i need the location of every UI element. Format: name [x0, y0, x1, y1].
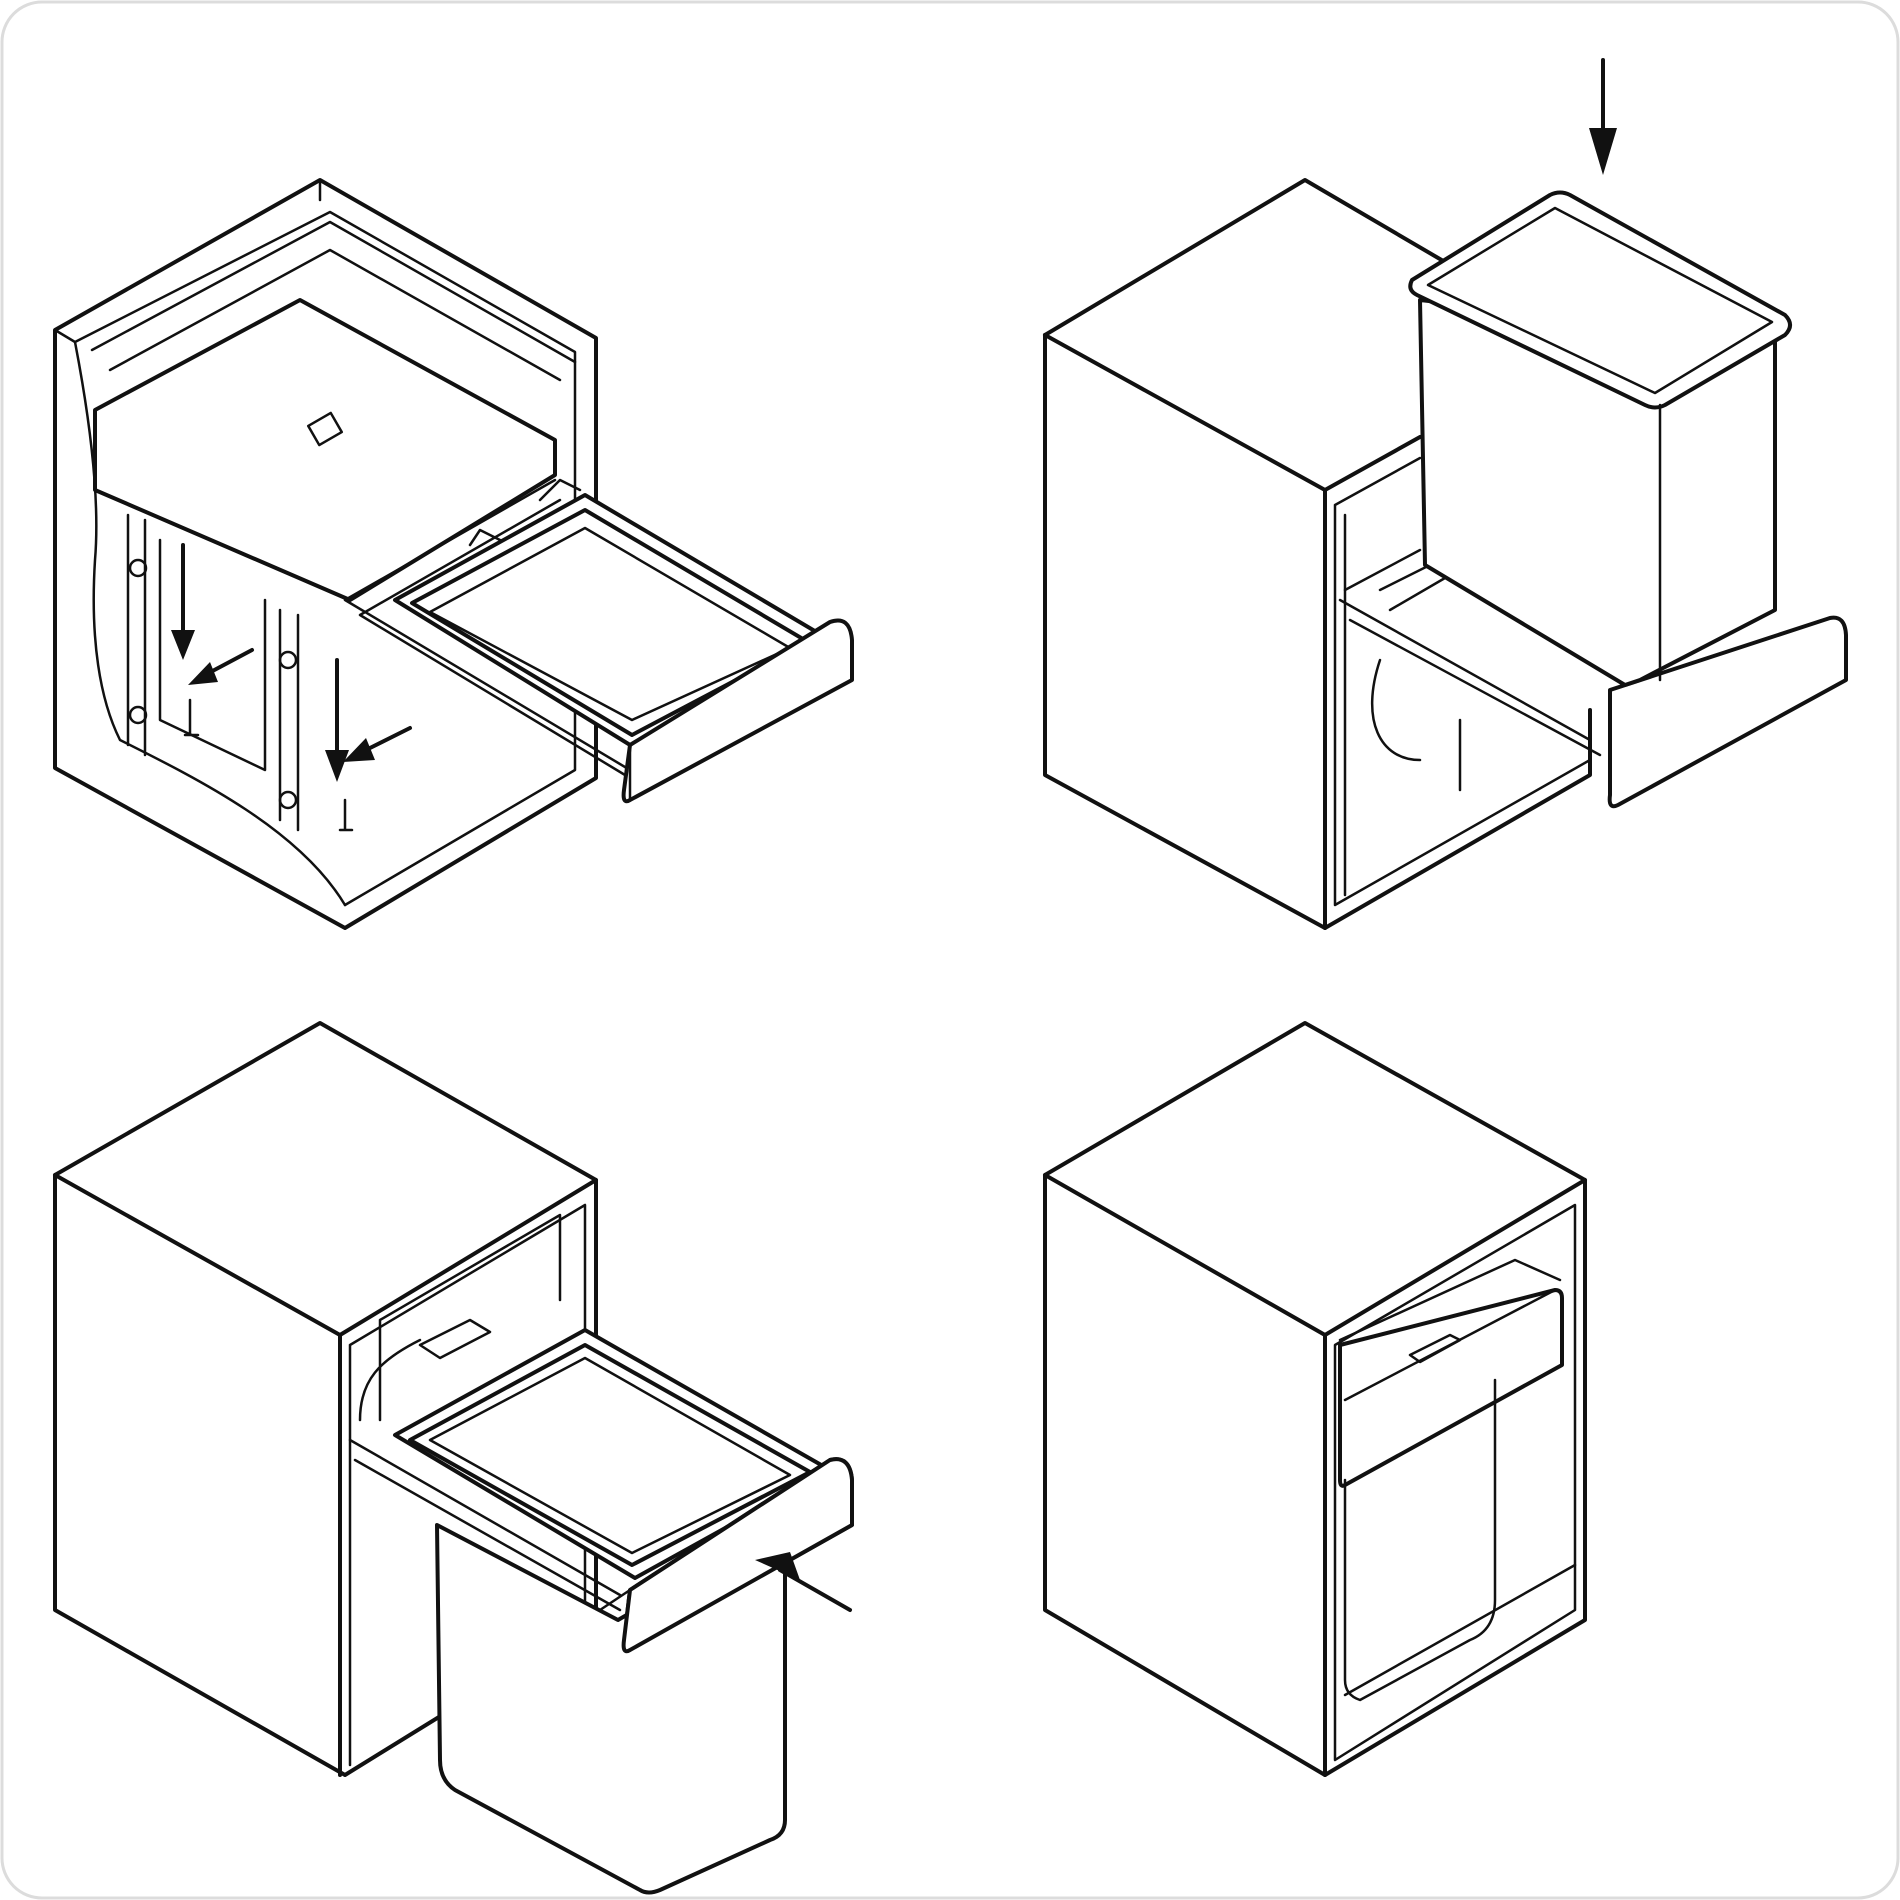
front-panel — [1607, 615, 1848, 809]
push-arrow-icon — [755, 1552, 800, 1580]
front-panel — [621, 618, 854, 804]
bin-rim — [1408, 190, 1792, 410]
down-arrow-icon — [325, 750, 349, 782]
step-4-closed — [1043, 1021, 1587, 1777]
step-2-insert-bin — [1043, 58, 1848, 930]
left-arrow-icon — [343, 738, 375, 762]
waste-bin — [435, 1521, 787, 1895]
step-1-mount-frame — [53, 178, 854, 930]
plate-hole — [306, 411, 344, 447]
down-arrow-icon — [1589, 128, 1617, 175]
step-3-push-drawer — [53, 1021, 854, 1895]
left-arrow-icon — [188, 662, 218, 685]
down-arrow-icon — [171, 630, 195, 660]
front-panel — [1338, 1288, 1564, 1488]
cabinet — [1043, 1021, 1587, 1777]
cabinet-top-back — [1043, 178, 1447, 337]
